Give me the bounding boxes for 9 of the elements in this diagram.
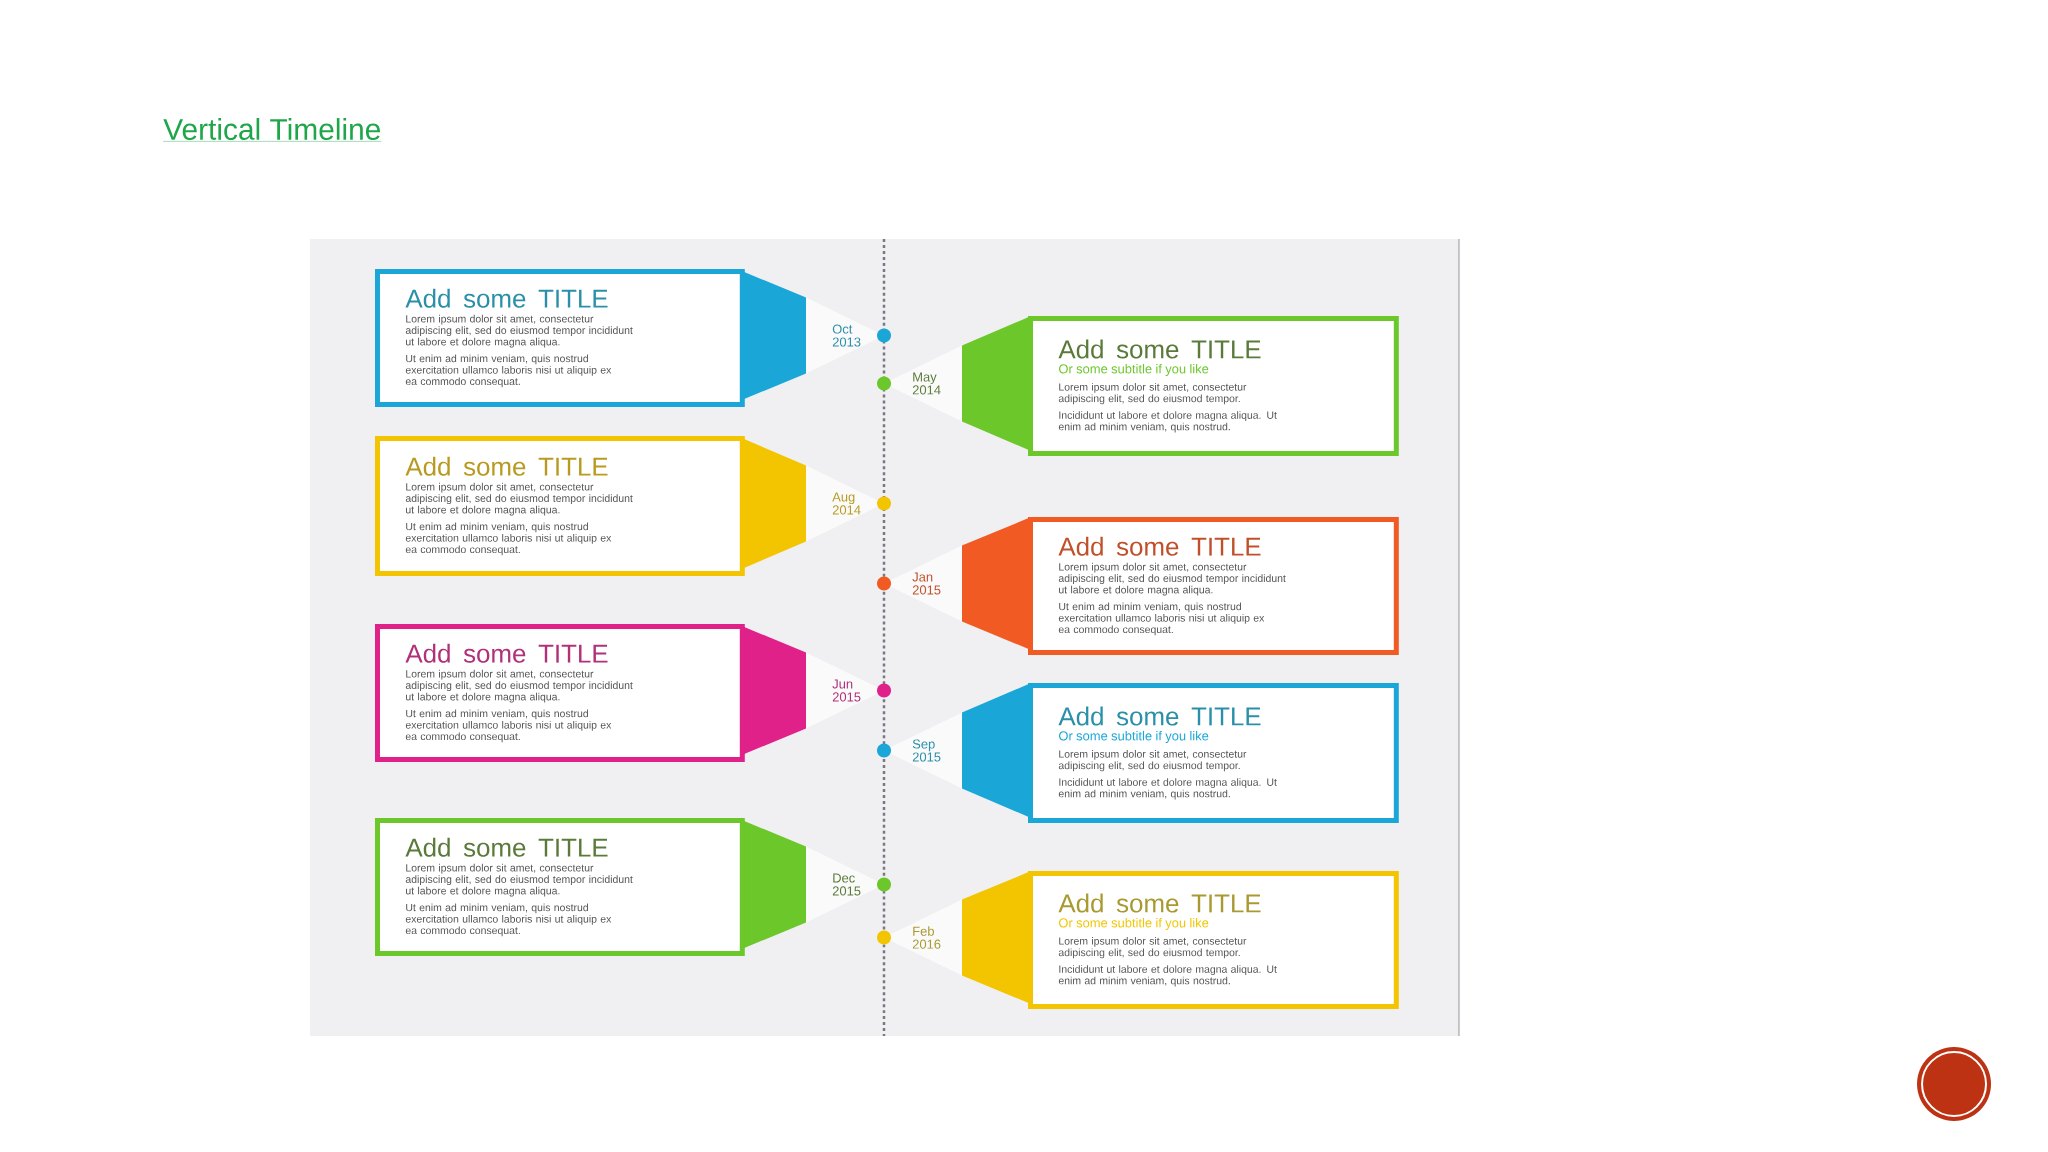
date-label: Feb 2016 (912, 926, 941, 949)
date-label: Aug 2014 (832, 492, 861, 515)
date-label: Dec 2015 (832, 873, 861, 896)
date-label: Sep 2015 (912, 739, 941, 762)
date-label: Jun 2015 (832, 679, 861, 702)
title-link: Vertical Timeline (163, 118, 382, 142)
date-label: Jan 2015 (912, 572, 941, 595)
date-label: May 2014 (912, 372, 941, 395)
date-label: Oct 2013 (832, 324, 861, 347)
